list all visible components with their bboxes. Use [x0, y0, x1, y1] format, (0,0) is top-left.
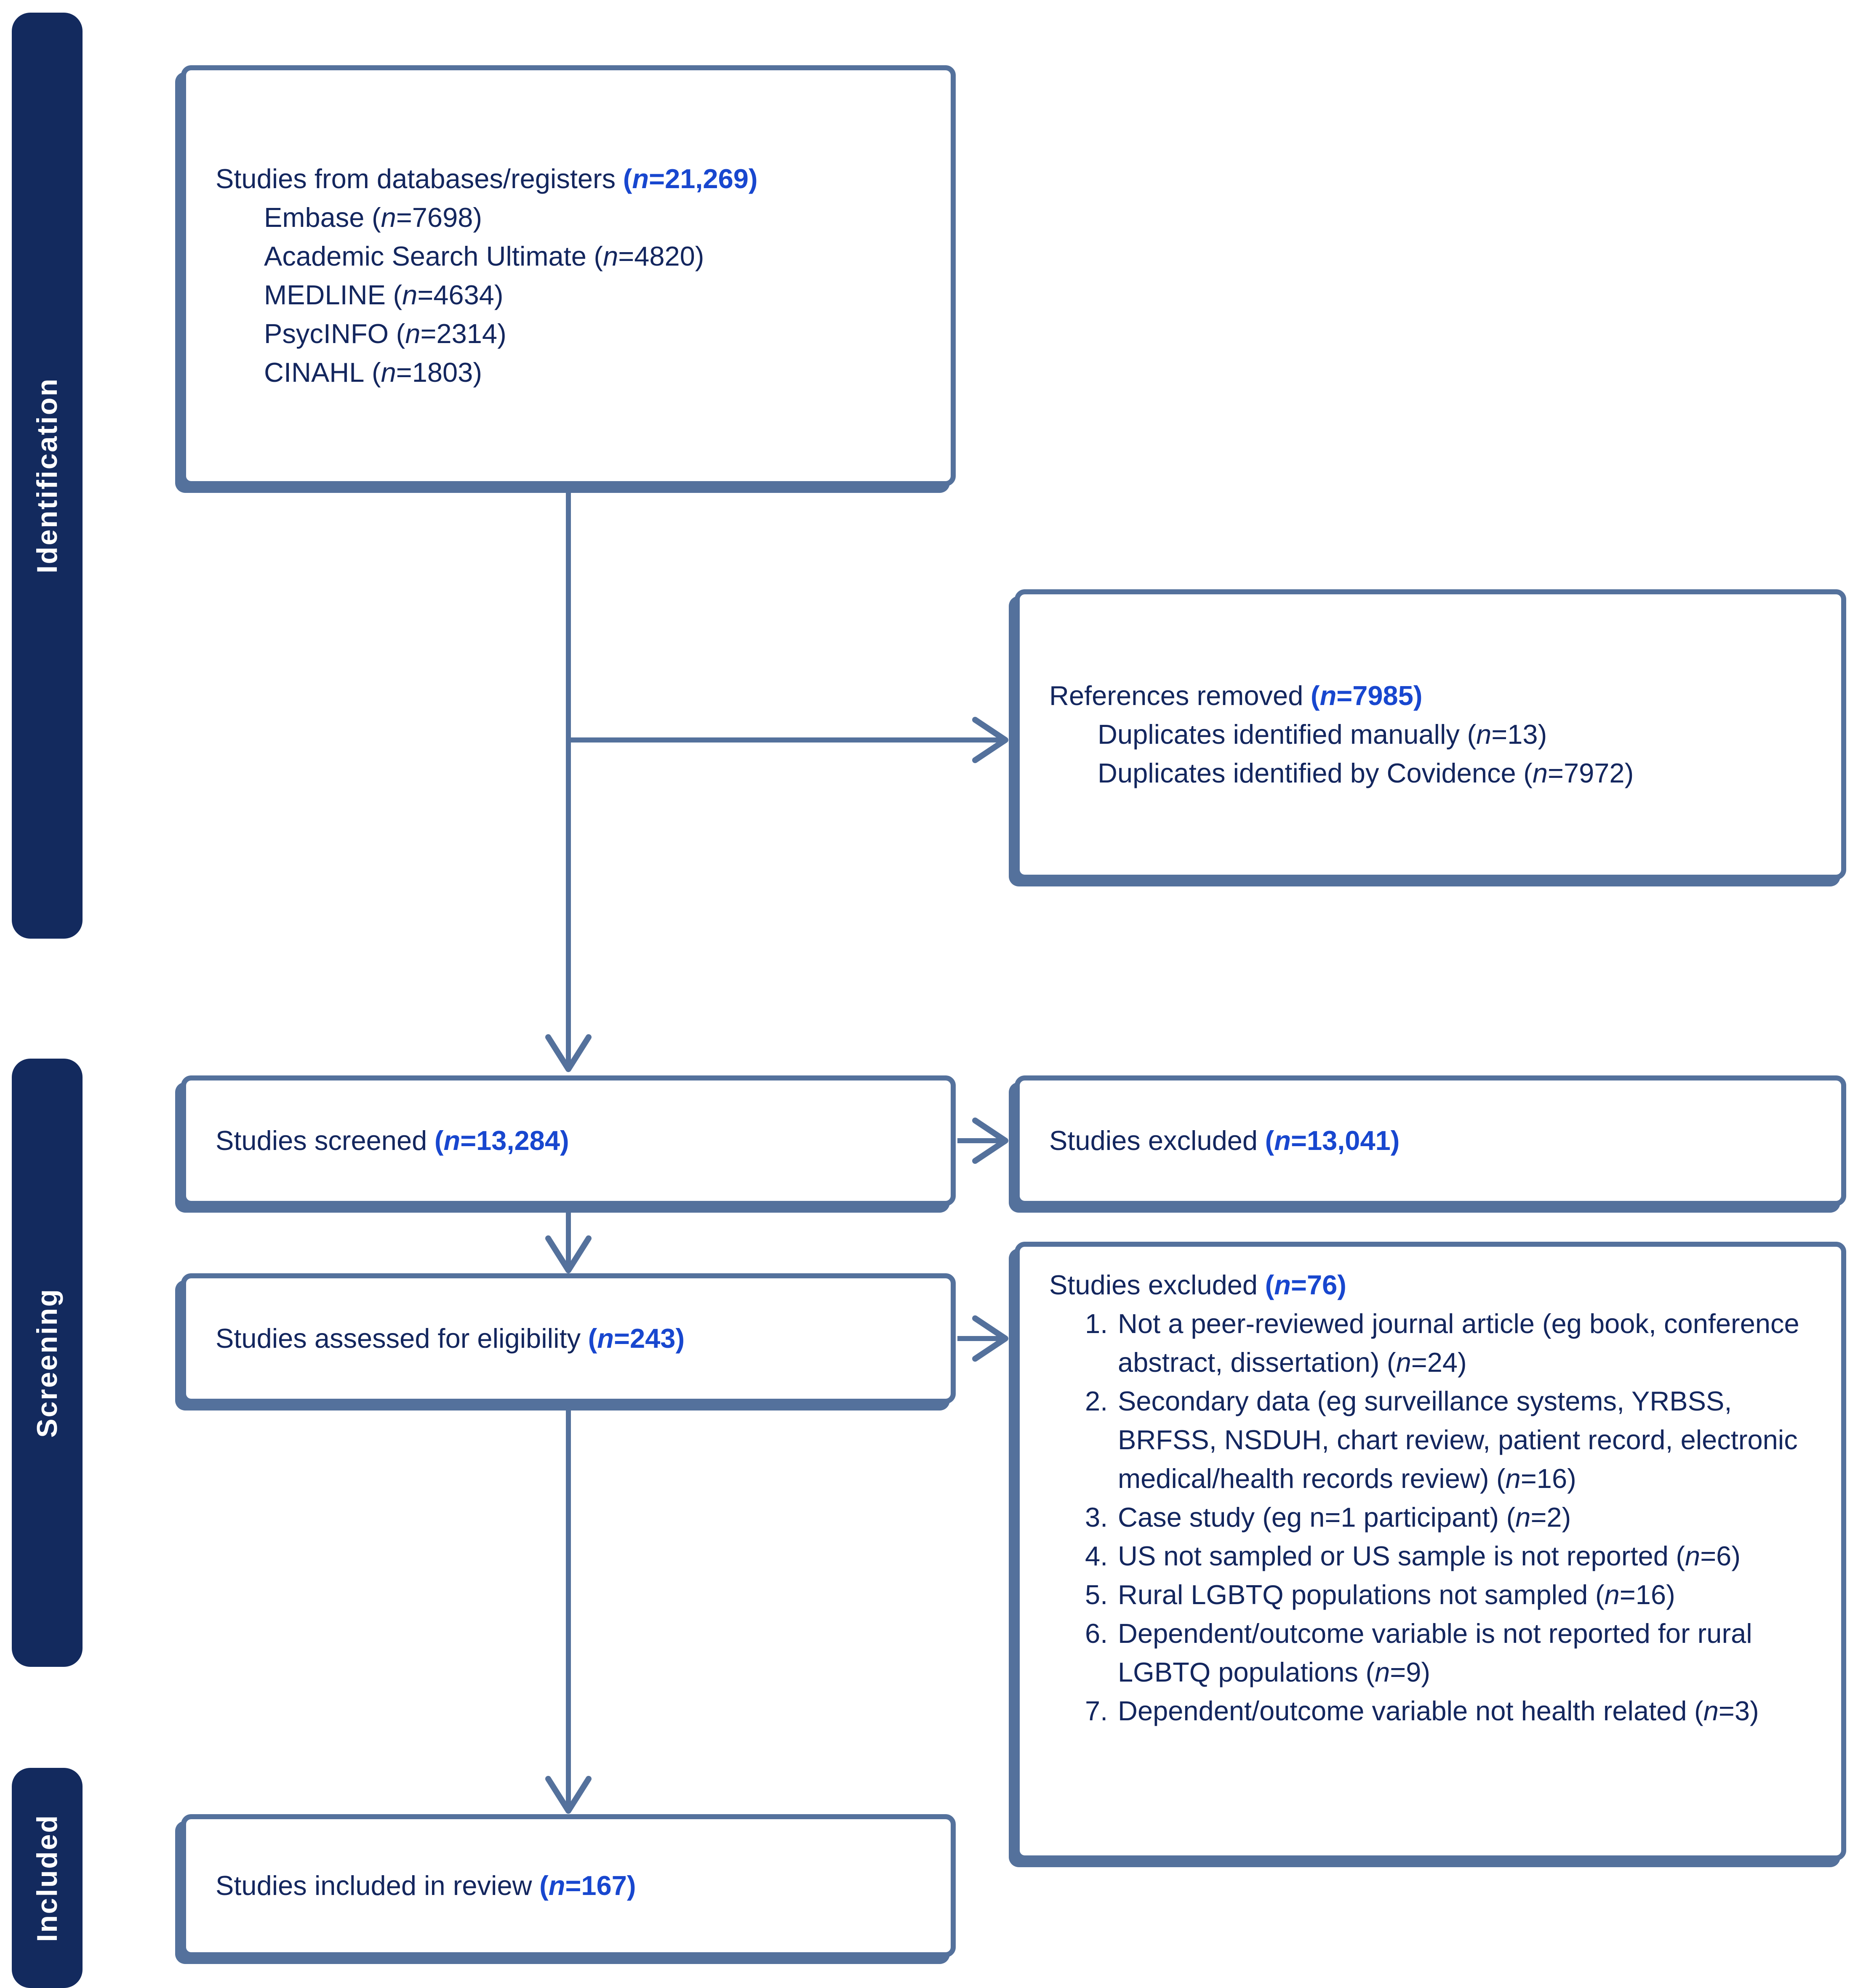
arrowhead-included-icon	[545, 1776, 592, 1814]
box-excluded-screened: Studies excluded(n=13,041)	[1015, 1075, 1846, 1206]
list-item: 4.US not sampled or US sample is not rep…	[1085, 1541, 1741, 1571]
count-badge: (n=13,284)	[434, 1125, 569, 1156]
count-badge: (n=2)	[1506, 1502, 1571, 1533]
box-included: Studies included in review(n=167)	[181, 1814, 956, 1957]
stage-bar-included: Included	[12, 1768, 83, 1988]
count-badge: (n=6)	[1676, 1541, 1741, 1571]
box-screened-title: Studies screened(n=13,284)	[216, 1125, 569, 1156]
count-badge: (n=16)	[1496, 1463, 1576, 1494]
list-item: 2.Secondary data (eg surveillance system…	[1085, 1386, 1798, 1494]
count-badge: (n=7698)	[372, 202, 482, 233]
arrowhead-references-removed-icon	[972, 717, 1008, 763]
count-badge: (n=1803)	[371, 357, 482, 388]
count-badge: (n=13)	[1467, 719, 1547, 750]
count-badge: (n=2314)	[396, 318, 506, 349]
count-badge: (n=167)	[539, 1870, 636, 1901]
count-badge: (n=3)	[1694, 1695, 1759, 1726]
box-included-title: Studies included in review(n=167)	[216, 1870, 636, 1901]
stage-bar-identification: Identification	[12, 13, 83, 939]
box-references-removed: References removed(n=7985) Duplicates id…	[1015, 589, 1846, 880]
box-databases: Studies from databases/registers(n=21,26…	[181, 65, 956, 486]
list-item: PsycINFO(n=2314)	[264, 318, 506, 349]
box-databases-title: Studies from databases/registers(n=21,26…	[216, 163, 758, 194]
list-item: MEDLINE(n=4634)	[264, 279, 504, 310]
count-badge: (n=243)	[588, 1323, 685, 1354]
list-item: 1.Not a peer-reviewed journal article (e…	[1085, 1308, 1799, 1378]
arrowhead-excluded-assessed-icon	[972, 1315, 1008, 1362]
exclusion-reasons-list: 1.Not a peer-reviewed journal article (e…	[1049, 1304, 1818, 1730]
box-excluded-assessed: Studies excluded(n=76) 1.Not a peer-revi…	[1015, 1242, 1846, 1860]
box-assessed-title: Studies assessed for eligibility(n=243)	[216, 1323, 685, 1354]
count-badge: (n=9)	[1365, 1657, 1431, 1687]
stage-label-identification: Identification	[31, 378, 63, 574]
count-badge: (n=76)	[1265, 1269, 1346, 1300]
count-badge: (n=21,269)	[623, 163, 758, 194]
arrowhead-screened-icon	[545, 1034, 592, 1072]
stage-label-screening: Screening	[31, 1288, 63, 1438]
list-item: 6.Dependent/outcome variable is not repo…	[1085, 1618, 1752, 1687]
box-screened: Studies screened(n=13,284)	[181, 1075, 956, 1206]
stage-label-included: Included	[31, 1814, 63, 1942]
box-assessed: Studies assessed for eligibility(n=243)	[181, 1273, 956, 1404]
count-badge: (n=7972)	[1523, 758, 1634, 788]
list-item: Duplicates identified by Covidence(n=797…	[1098, 758, 1634, 788]
list-item: Academic Search Ultimate(n=4820)	[264, 241, 704, 271]
count-badge: (n=13,041)	[1265, 1125, 1400, 1156]
list-item: 5.Rural LGBTQ populations not sampled(n=…	[1085, 1579, 1675, 1610]
count-badge: (n=24)	[1386, 1347, 1467, 1378]
arrowhead-excluded-screened-icon	[972, 1118, 1008, 1164]
count-badge: (n=16)	[1595, 1579, 1675, 1610]
list-item: 7.Dependent/outcome variable not health …	[1085, 1695, 1759, 1726]
list-item: Duplicates identified manually(n=13)	[1098, 719, 1547, 750]
stage-bar-screening: Screening	[12, 1059, 83, 1667]
box-excluded-assessed-title: Studies excluded(n=76)	[1049, 1269, 1346, 1300]
list-item: 3.Case study (eg n=1 participant)(n=2)	[1085, 1502, 1571, 1533]
count-badge: (n=7985)	[1310, 680, 1423, 711]
list-item: CINAHL(n=1803)	[264, 357, 482, 388]
count-badge: (n=4820)	[594, 241, 704, 271]
list-item: Embase(n=7698)	[264, 202, 482, 233]
box-references-removed-title: References removed(n=7985)	[1049, 680, 1423, 711]
count-badge: (n=4634)	[393, 279, 504, 310]
arrowhead-assessed-icon	[545, 1235, 592, 1273]
box-excluded-screened-title: Studies excluded(n=13,041)	[1049, 1125, 1400, 1156]
